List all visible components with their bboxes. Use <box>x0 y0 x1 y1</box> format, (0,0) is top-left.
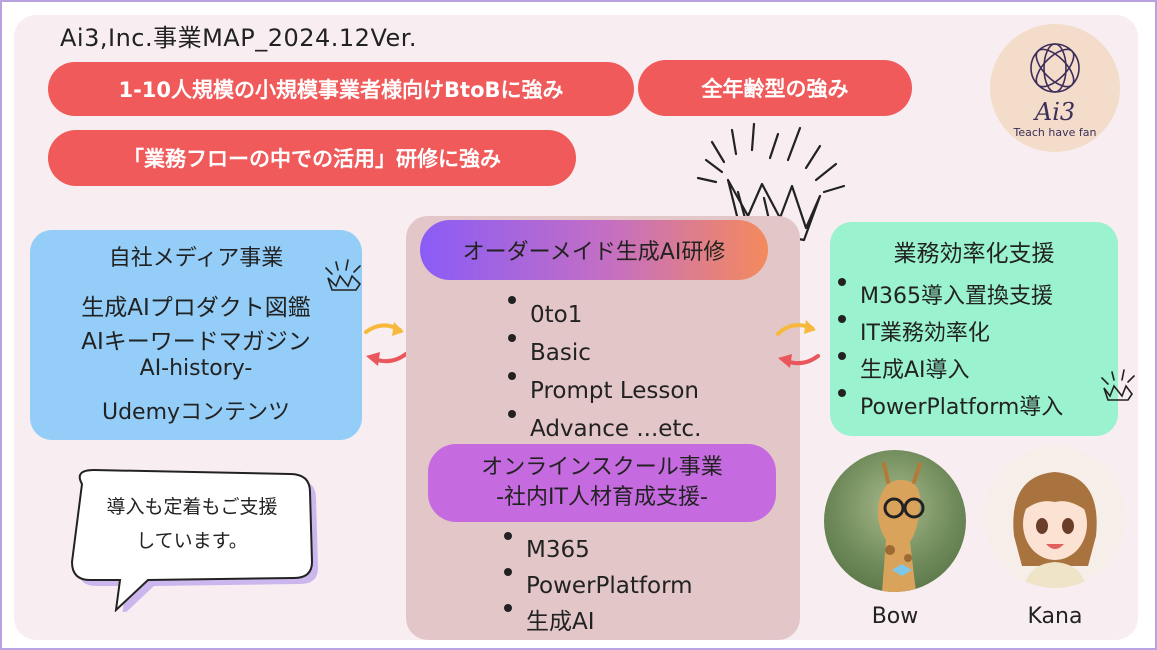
small-crown-doodle-icon <box>325 259 362 291</box>
efficiency-item-powerplatform: PowerPlatform導入 <box>836 389 1063 426</box>
flower-logo-icon <box>1030 43 1080 93</box>
small-crown-doodle-right-icon <box>1101 369 1135 401</box>
strength-pill-all-ages: 全年齢型の強み <box>638 60 912 116</box>
custom-training-title: オーダーメイド生成AI研修 <box>420 220 768 280</box>
efficiency-support-box: 業務効率化支援 <box>830 222 1118 436</box>
training-item-0to1: 0to1 <box>506 296 701 334</box>
efficiency-item-it: IT業務効率化 <box>836 315 1063 352</box>
logo-name: Ai3 <box>1034 98 1076 126</box>
training-business-box <box>406 216 800 640</box>
company-logo: Ai3 Teach have fan <box>990 24 1120 152</box>
media-item-ai-history: AI-history- <box>139 356 253 381</box>
online-school-title-main: オンラインスクール事業 <box>481 455 723 480</box>
training-item-prompt-lesson: Prompt Lesson <box>506 372 701 410</box>
page-title: Ai3,Inc.事業MAP_2024.12Ver. <box>60 24 418 52</box>
girl-character-icon <box>1013 472 1097 588</box>
school-item-powerplatform: PowerPlatform <box>502 568 693 604</box>
efficiency-list: M365導入置換支援 IT業務効率化 生成AI導入 PowerPlatform導… <box>836 278 1063 426</box>
cycle-arrows-left-icon <box>364 322 408 366</box>
school-item-m365: M365 <box>502 532 693 568</box>
training-item-advance: Advance ...etc. <box>506 410 701 448</box>
giraffe-icon <box>878 462 925 592</box>
school-item-generative-ai: 生成AI <box>502 604 693 640</box>
media-title: 自社メディア事業 <box>108 246 284 271</box>
media-item-keyword-magazine: AIキーワードマガジン <box>81 329 311 355</box>
media-business-box: 自社メディア事業 生成AIプロダクト図鑑 AIキーワードマガジン AI-hist… <box>30 230 362 440</box>
efficiency-item-m365: M365導入置換支援 <box>836 278 1063 315</box>
media-item-product-guide: 生成AIプロダクト図鑑 <box>81 295 311 321</box>
bow-name: Bow <box>871 604 919 629</box>
logo-tagline: Teach have fan <box>1013 126 1097 139</box>
cycle-arrows-right-icon <box>776 320 820 368</box>
school-list: M365 PowerPlatform 生成AI <box>502 532 693 640</box>
training-list: 0to1 Basic Prompt Lesson Advance ...etc. <box>506 296 701 448</box>
kana-avatar <box>984 446 1126 588</box>
strength-pill-smb: 1-10人規模の小規模事業者様向けBtoBに強み <box>48 62 634 116</box>
media-item-udemy: Udemyコンテンツ <box>101 400 291 425</box>
speech-line-1: 導入も定着もご支援 <box>106 496 278 518</box>
online-school-title-sub: -社内IT人材育成支援- <box>496 485 708 510</box>
efficiency-title: 業務効率化支援 <box>893 241 1055 267</box>
kana-name: Kana <box>1027 604 1083 629</box>
bow-avatar <box>824 450 966 592</box>
efficiency-item-generative-ai: 生成AI導入 <box>836 352 1063 389</box>
online-school-title: オンラインスクール事業 -社内IT人材育成支援- <box>428 444 776 522</box>
training-item-basic: Basic <box>506 334 701 372</box>
speech-line-2: しています。 <box>136 530 248 552</box>
speech-bubble: 導入も定着もご支援 しています。 <box>64 462 324 612</box>
strength-pill-workflow: 「業務フローの中での活用」研修に強み <box>48 130 576 186</box>
speech-bubble-shape <box>70 468 318 612</box>
